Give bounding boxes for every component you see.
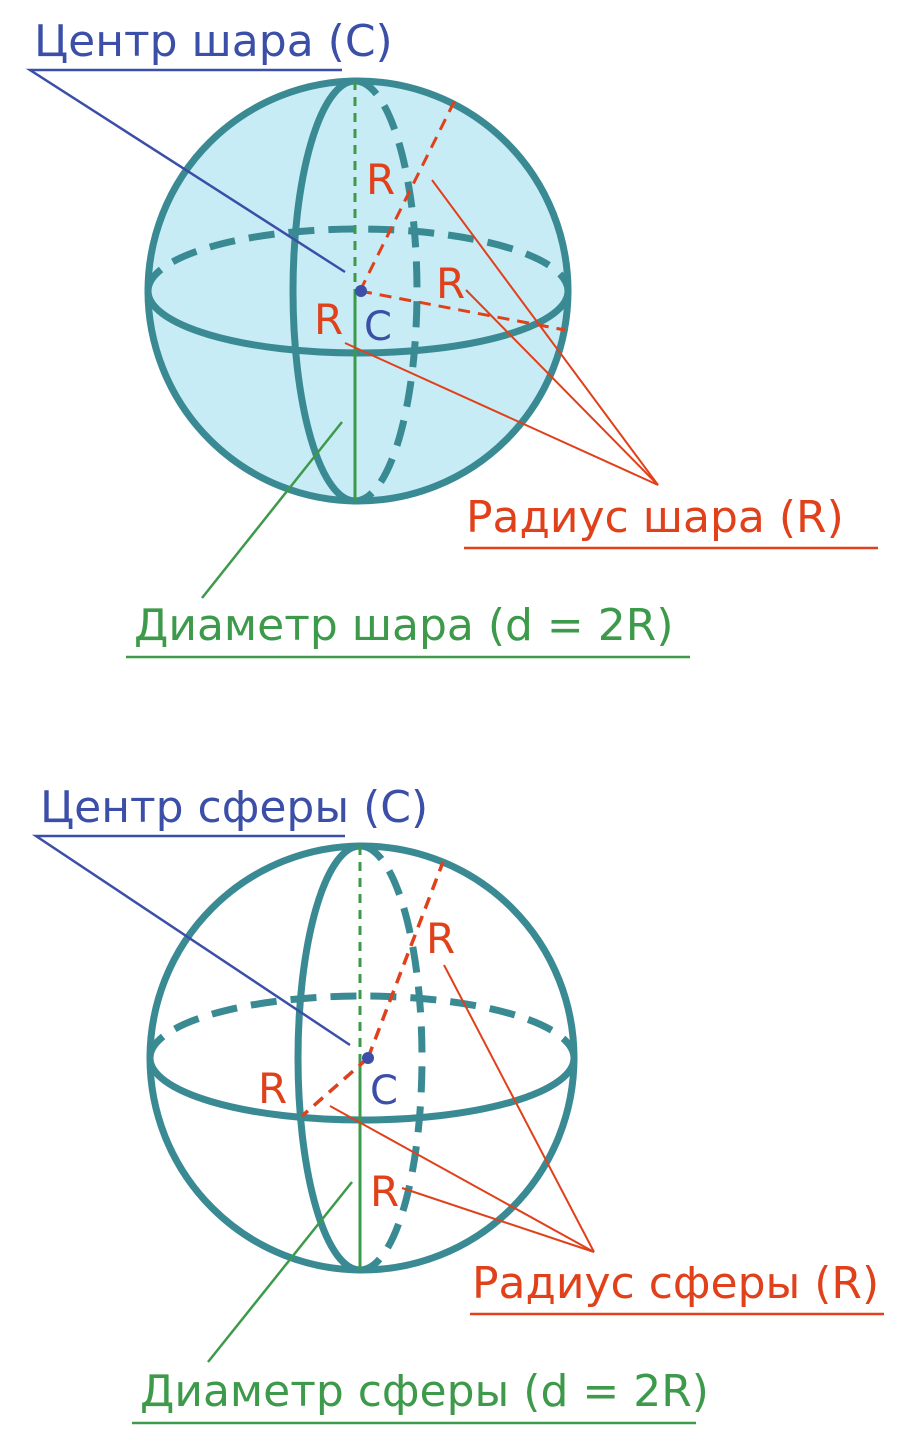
ball-equator-front	[144, 290, 572, 357]
sphere-center-label: Центр сферы (С)	[40, 782, 428, 833]
ball-radius-leader	[344, 342, 659, 486]
ball-diameter-leader	[201, 421, 343, 599]
sphere-diameter-leader	[207, 1181, 353, 1363]
sphere-meridian-front	[294, 842, 361, 1274]
ball-diameter-label: Диаметр шара (d = 2R)	[134, 600, 674, 651]
ball-meridian-back	[354, 77, 421, 505]
ball-equator-back	[144, 225, 572, 292]
sphere-center-point	[362, 1052, 374, 1064]
sphere-equator-back	[146, 992, 578, 1059]
sphere-radius-leader	[329, 1105, 595, 1253]
sphere-meridian-back	[359, 842, 426, 1274]
ball-center-point	[355, 285, 367, 297]
sphere-radius-mark: R	[258, 1064, 287, 1113]
ball-center-leader	[25, 68, 346, 274]
ball-figure: R R R C Центр шара (С) Радиус шара (R) Д…	[25, 16, 878, 659]
sphere-figure: R R R C Центр сферы (С) Радиус сферы (R)…	[31, 782, 884, 1425]
sphere-radius-mark: R	[426, 914, 455, 963]
sphere-radius-left	[300, 1056, 370, 1118]
ball-meridian-front	[289, 77, 356, 505]
ball-radius-leader	[431, 179, 659, 486]
sphere-diameter-label: Диаметр сферы (d = 2R)	[140, 1366, 709, 1417]
sphere-radius-up	[366, 861, 445, 1059]
ball-radius-right	[359, 289, 566, 332]
ball-radius-label: Радиус шара (R)	[466, 492, 844, 543]
ball-radius-up	[358, 99, 457, 292]
ball-radius-leader	[465, 289, 659, 486]
sphere-equator-front	[146, 1057, 578, 1124]
ball-radius-mark: R	[366, 155, 395, 204]
ball-radius-mark: R	[314, 295, 343, 344]
sphere-radius-leader	[443, 964, 595, 1253]
sphere-center-leader	[31, 834, 351, 1047]
sphere-radius-mark: R	[370, 1167, 399, 1216]
ball-center-label: Центр шара (С)	[34, 16, 393, 67]
sphere-radius-leader	[401, 1187, 595, 1253]
ball-radius-mark: R	[436, 259, 465, 308]
sphere-radius-label: Радиус сферы (R)	[472, 1258, 879, 1309]
sphere-center-mark: C	[370, 1068, 398, 1114]
ball-center-mark: C	[364, 304, 392, 350]
